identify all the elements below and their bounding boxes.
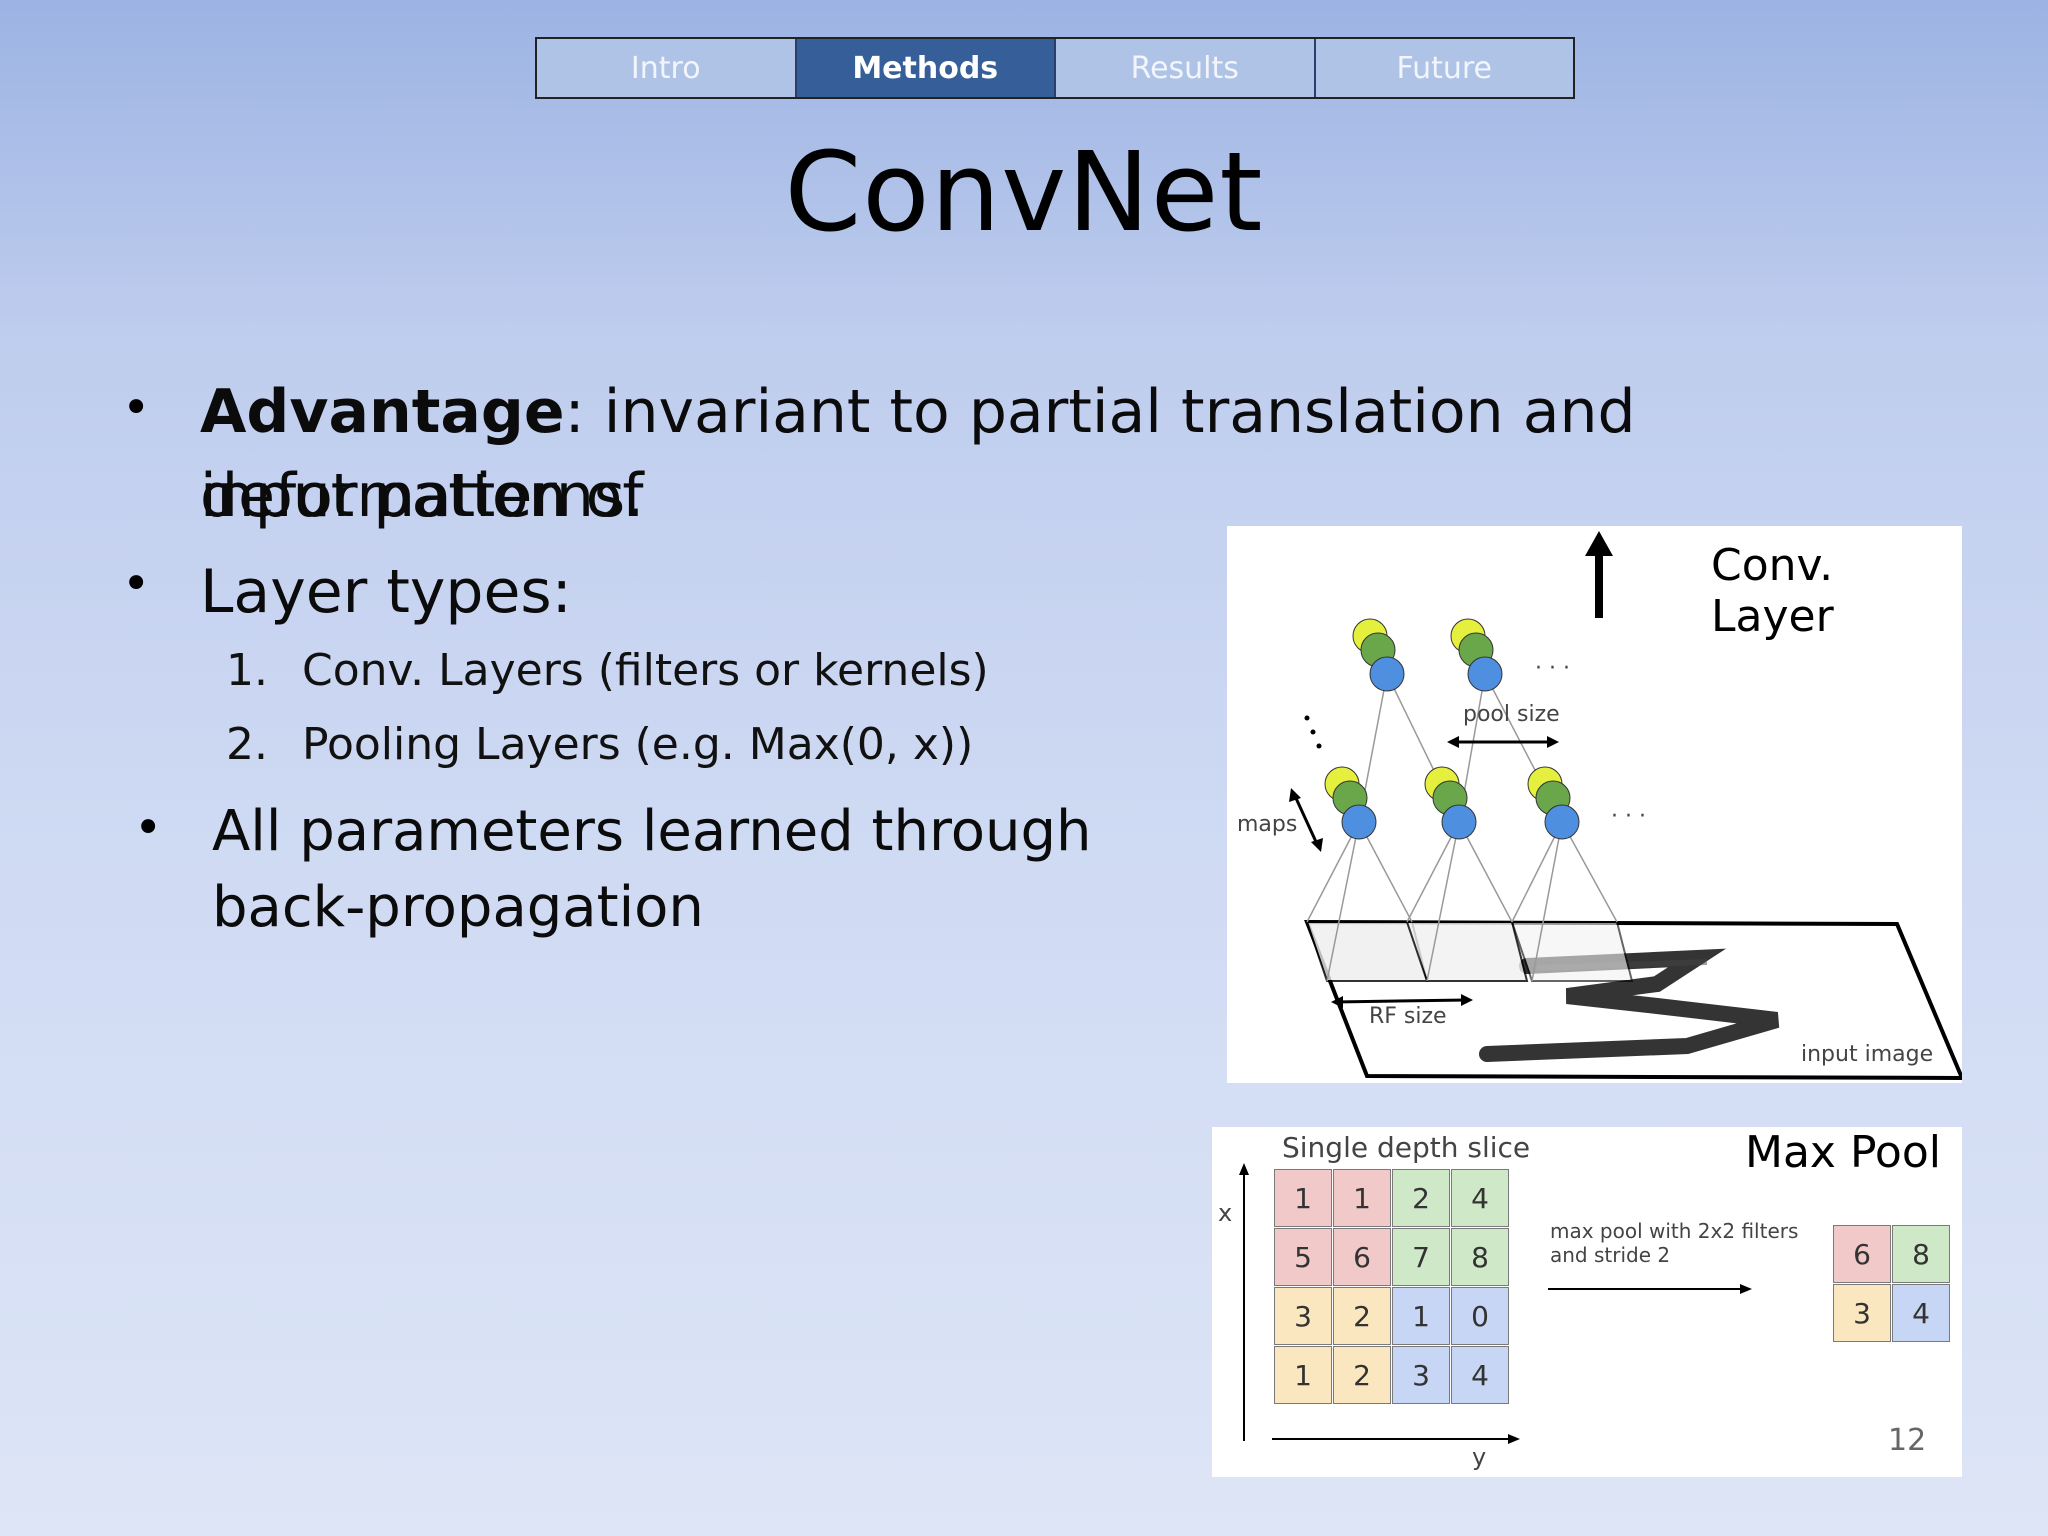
params-bullet-line-2: back-propagation [212, 875, 704, 940]
rf-size-label: RF size [1369, 1004, 1447, 1029]
maps-label: maps [1237, 812, 1298, 837]
grid-cell: 7 [1392, 1228, 1450, 1286]
layer-types-bullet: Layer types: [200, 557, 572, 627]
conv-layer-label: Conv. Layer [1711, 540, 1834, 642]
output-grid: 6 8 3 4 [1833, 1225, 1953, 1345]
input-grid: 1 1 2 4 5 6 7 8 3 2 1 0 1 2 3 4 [1274, 1169, 1514, 1409]
grid-cell: 3 [1274, 1287, 1332, 1345]
grid-cell: 1 [1392, 1287, 1450, 1345]
tab-future[interactable]: Future [1315, 39, 1573, 97]
grid-cell: 0 [1451, 1287, 1509, 1345]
bullet-dot: • [122, 380, 151, 436]
grid-cell: 1 [1274, 1346, 1332, 1404]
grid-cell: 4 [1892, 1284, 1950, 1342]
operation-label-2: and stride 2 [1550, 1243, 1671, 1267]
tab-methods[interactable]: Methods [796, 39, 1056, 97]
pool-size-label: pool size [1463, 702, 1560, 727]
slide-title: ConvNet [784, 128, 1264, 256]
bullet-dot: • [134, 800, 163, 856]
grid-cell: 8 [1892, 1225, 1950, 1283]
grid-cell: 4 [1451, 1169, 1509, 1227]
grid-cell: 2 [1333, 1346, 1391, 1404]
section-nav: Intro Methods Results Future [535, 37, 1575, 99]
neuron-stack [1324, 766, 1377, 840]
list-text: Conv. Layers (filters or kernels) [302, 645, 989, 696]
list-text: Pooling Layers (e.g. Max(0, x)) [302, 719, 974, 770]
pool-axes [1239, 1163, 1752, 1444]
grid-cell: 1 [1274, 1169, 1332, 1227]
bullet-dot: • [122, 556, 151, 612]
advantage-bullet: Advantage: invariant to partial translat… [200, 370, 1980, 538]
neuron-stack [1352, 618, 1405, 692]
tab-intro[interactable]: Intro [537, 39, 797, 97]
grid-cell: 6 [1833, 1225, 1891, 1283]
params-bullet: All parameters learned through [212, 799, 1092, 864]
advantage-text: : invariant to partial translation and d… [200, 377, 1636, 531]
advantage-label: Advantage [200, 377, 565, 447]
x-axis-label: x [1218, 1199, 1233, 1227]
advantage-bullet-line-2: input patterns. [200, 461, 645, 531]
grid-cell: 5 [1274, 1228, 1332, 1286]
tab-results[interactable]: Results [1056, 39, 1316, 97]
grid-cell: 2 [1392, 1169, 1450, 1227]
neuron-stack [1450, 618, 1503, 692]
neuron-stack [1527, 766, 1580, 840]
max-pool-label: Max Pool [1745, 1127, 1941, 1178]
page-number: 12 [1888, 1423, 1927, 1458]
grid-cell: 3 [1392, 1346, 1450, 1404]
operation-label: max pool with 2x2 filters [1550, 1219, 1799, 1243]
grid-cell: 8 [1451, 1228, 1509, 1286]
max-pool-figure: Max Pool Single depth slice x y max pool… [1212, 1127, 1962, 1477]
grid-cell: 2 [1333, 1287, 1391, 1345]
neuron-stack [1424, 766, 1477, 840]
grid-cell: 3 [1833, 1284, 1891, 1342]
grid-cell: 4 [1451, 1346, 1509, 1404]
conv-layer-figure: Conv. Layer pool size maps RF size input… [1227, 526, 1962, 1083]
conv-layer-diagram [1289, 531, 1962, 1081]
ellipsis-lower: · · · [1611, 804, 1646, 829]
list-item: 1. Conv. Layers (filters or kernels) [226, 645, 989, 705]
slice-title: Single depth slice [1282, 1131, 1531, 1164]
list-number: 2. [226, 719, 268, 770]
grid-cell: 1 [1333, 1169, 1391, 1227]
list-number: 1. [226, 645, 268, 696]
input-image-label: input image [1801, 1042, 1934, 1067]
list-item: 2. Pooling Layers (e.g. Max(0, x)) [226, 719, 986, 779]
ellipsis-upper: · · · [1535, 656, 1570, 681]
grid-cell: 6 [1333, 1228, 1391, 1286]
y-axis-label: y [1472, 1443, 1487, 1471]
